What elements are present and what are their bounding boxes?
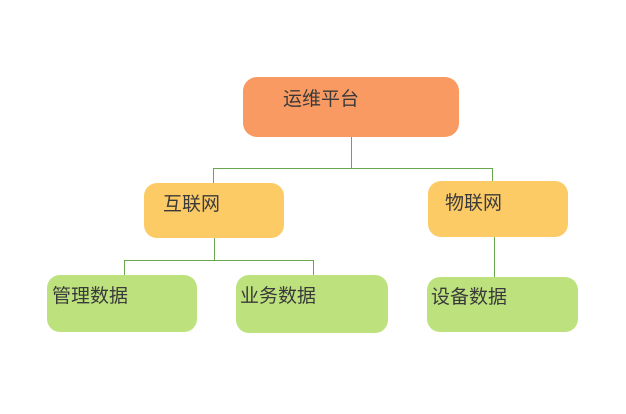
node-business[interactable]: 业务数据 [236,275,388,333]
node-mgmt-label: 管理数据 [52,286,129,307]
node-internet[interactable]: 互联网 [144,183,284,238]
node-business-label: 业务数据 [240,286,317,307]
connector-internet-rail [124,260,314,261]
connector-iot-device [494,237,495,277]
node-iot-label: 物联网 [445,193,503,214]
connector-drop-business [313,260,314,275]
node-internet-label: 互联网 [163,194,221,215]
node-device-label: 设备数据 [431,287,508,308]
node-root-label: 运维平台 [283,89,360,110]
connector-drop-internet [213,168,214,183]
connector-root-trunk [351,137,352,168]
connector-internet-trunk [214,238,215,260]
connector-drop-iot [492,168,493,181]
connector-root-rail [213,168,493,169]
node-device[interactable]: 设备数据 [427,277,578,332]
connector-drop-mgmt [124,260,125,275]
node-root[interactable]: 运维平台 [243,77,459,137]
node-iot[interactable]: 物联网 [428,181,568,237]
node-mgmt[interactable]: 管理数据 [47,275,197,332]
